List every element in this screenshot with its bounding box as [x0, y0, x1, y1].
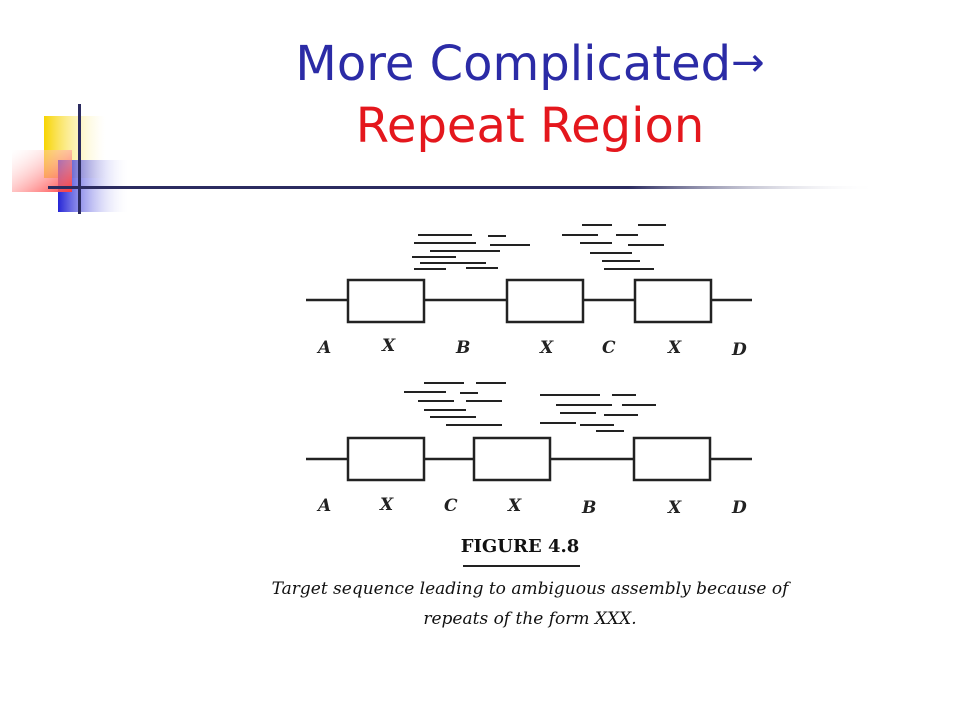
- label: X: [539, 338, 554, 358]
- caption-line-2: repeats of the form XXX.: [423, 609, 637, 629]
- bottom-sequence: [306, 436, 752, 482]
- label: A: [316, 338, 331, 358]
- label: C: [602, 338, 616, 358]
- red-square: [12, 150, 72, 192]
- vertical-rule: [78, 104, 81, 214]
- figure-caption: Target sequence leading to ambiguous ass…: [240, 574, 820, 634]
- decorative-corner: [12, 104, 878, 214]
- label: B: [581, 498, 596, 518]
- right-arrow-icon: →: [731, 40, 765, 86]
- caption-line-1: Target sequence leading to ambiguous ass…: [271, 579, 789, 599]
- label: A: [316, 496, 331, 516]
- repeat-box: [472, 436, 552, 482]
- horizontal-rule: [48, 186, 878, 189]
- top-reads: [412, 224, 666, 270]
- label: X: [507, 496, 522, 516]
- top-sequence: [306, 278, 752, 324]
- figure-caption-title: FIGURE 4.8: [460, 536, 580, 557]
- title-line-2: Repeat Region: [355, 98, 705, 154]
- label: C: [444, 496, 458, 516]
- label: X: [381, 336, 396, 356]
- repeat-box: [632, 436, 712, 482]
- label: D: [731, 498, 747, 518]
- title-line-1: More Complicated→: [180, 32, 880, 95]
- repeat-box: [346, 436, 426, 482]
- repeat-box: [505, 278, 585, 324]
- top-labels: A X B X C X D: [316, 336, 747, 360]
- slide-title: More Complicated→ Repeat Region: [180, 32, 880, 157]
- repeat-box: [346, 278, 426, 324]
- bottom-reads: [404, 382, 656, 432]
- repeat-region-diagram: A X B X C X D A X C X B X D: [306, 224, 752, 518]
- title-main-text: More Complicated: [295, 36, 732, 92]
- label: B: [455, 338, 470, 358]
- label: X: [379, 495, 394, 515]
- repeat-box: [633, 278, 713, 324]
- caption-underline: [463, 565, 580, 567]
- label: D: [731, 340, 747, 360]
- label: X: [667, 498, 682, 518]
- bottom-labels: A X C X B X D: [316, 495, 747, 518]
- label: X: [667, 338, 682, 358]
